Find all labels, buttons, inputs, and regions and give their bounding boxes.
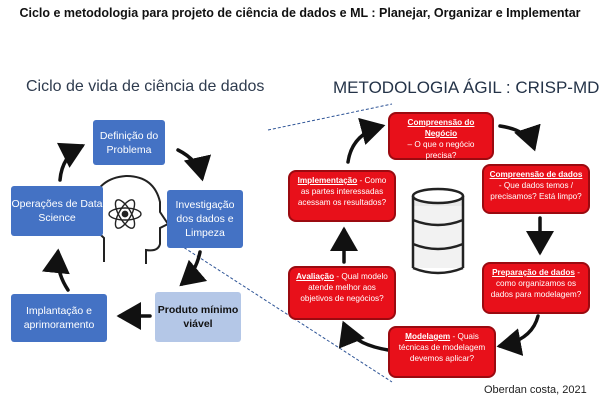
- box-implantacao: Implantação e aprimoramento: [11, 294, 107, 342]
- arrow-definicao-to-investigacao: [176, 148, 212, 182]
- methodology-title: METODOLOGIA ÁGIL : CRISP-MD: [333, 78, 600, 97]
- step-label: Compreensão de dados: [489, 170, 583, 179]
- step-question: - Como as partes interessadas acessam os…: [297, 176, 387, 207]
- step-modelagem: Modelagem - Quais técnicas de modelagem …: [388, 326, 496, 378]
- arrow-modelagem-to-avaliacao: [338, 320, 390, 352]
- step-question: - Qual modelo atende melhor aos objetivo…: [300, 272, 388, 303]
- arrow-preparacao-to-modelagem: [496, 314, 540, 356]
- arrow-implantacao-to-operacoes: [41, 248, 70, 292]
- step-label: Preparação de dados: [492, 268, 575, 277]
- step-question: - Que dados temos / precisamos? Está lim…: [490, 181, 582, 201]
- step-implementacao: Implementação - Como as partes interessa…: [288, 170, 396, 222]
- step-label: Implementação: [297, 176, 358, 185]
- box-investigacao-dados: Investigação dos dados e Limpeza: [167, 190, 243, 248]
- step-question: - Quais técnicas de modelagem devemos ap…: [398, 332, 486, 363]
- step-question: – O que o negócio precisa?: [407, 140, 475, 160]
- step-label: Modelagem: [405, 332, 451, 341]
- step-avaliacao: Avaliação - Qual modelo atende melhor ao…: [288, 266, 396, 320]
- step-label: Compreensão do Negócio: [407, 118, 475, 138]
- page-title: Ciclo e metodologia para projeto de ciên…: [19, 6, 581, 20]
- box-produto-minimo: Produto mínimo viável: [155, 292, 241, 342]
- lifecycle-title: Ciclo de vida de ciência de dados: [26, 78, 265, 95]
- box-definicao-problema: Definição do Problema: [93, 120, 165, 165]
- step-compreensao-dados: Compreensão de dados - Que dados temos /…: [482, 164, 590, 214]
- box-operacoes-ds: Operações de Data Science: [11, 186, 103, 236]
- step-compreensao-negocio: Compreensão do Negócio – O que o negócio…: [388, 112, 494, 160]
- author-credit: Oberdan costa, 2021: [484, 384, 587, 396]
- step-preparacao-dados: Preparação de dados - como organizamos o…: [482, 262, 590, 314]
- arrow-operacoes-to-definicao: [56, 142, 86, 182]
- step-question: - como organizamos os dados para modelag…: [490, 268, 582, 299]
- dashed-connector-top: [267, 103, 393, 131]
- arrow-implementacao-to-negocio: [346, 117, 386, 164]
- step-label: Avaliação: [296, 272, 335, 281]
- arrow-investigacao-to-produto: [179, 250, 208, 287]
- dashed-connector-bottom: [179, 244, 393, 383]
- database-icon: [411, 187, 465, 275]
- arrow-negocio-to-dados: [498, 123, 541, 152]
